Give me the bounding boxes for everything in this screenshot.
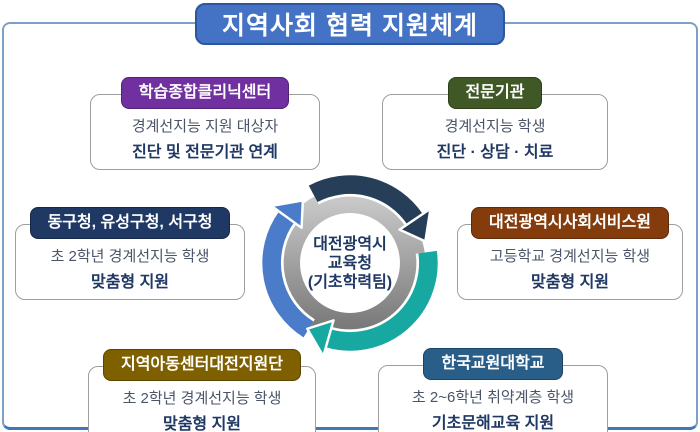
cycle-arrow-layer — [259, 172, 441, 358]
group-line1: 경계선지능 학생 — [444, 118, 546, 135]
group-gu-offices: 동구청, 유성구청, 서구청 초 2학년 경계선지능 학생 맞춤형 지원 — [15, 207, 245, 300]
group-line2: 기초문해교육 지원 — [431, 415, 555, 432]
group-line2: 맞춤형 지원 — [530, 274, 610, 291]
group-jeonmun-gigwan: 전문기관 경계선지능 학생 진단 · 상담 · 치료 — [382, 77, 608, 170]
gray-ring — [274, 187, 426, 339]
cycle-arrows-icon — [259, 172, 441, 358]
group-line2: 맞춤형 지원 — [90, 274, 170, 291]
group-line2: 진단 · 상담 · 치료 — [436, 144, 554, 161]
cycle-arrow-navy-head — [398, 207, 432, 243]
group-header-jiyeok-adong-center: 지역아동센터대전지원단 — [103, 349, 301, 381]
group-header-gu-offices: 동구청, 유성구청, 서구청 — [29, 207, 231, 239]
group-line1: 초 2~6학년 취약계층 학생 — [411, 389, 575, 406]
group-line1: 초 2학년 경계선지능 학생 — [122, 390, 282, 407]
cycle-arrow-teal-head — [306, 319, 335, 358]
group-header-korea-national-univ-education: 한국교원대학교 — [423, 348, 563, 380]
cycle-arrow-teal — [325, 250, 438, 351]
group-korea-national-univ-education: 한국교원대학교 초 2~6학년 취약계층 학생 기초문해교육 지원 — [378, 348, 608, 432]
cycle-arrow-blue-head — [270, 199, 305, 230]
group-line2: 진단 및 전문기관 연계 — [132, 144, 278, 161]
group-header-haksup-clinic-center: 학습종합클리닉센터 — [120, 77, 290, 109]
group-line1: 고등학교 경계선지능 학생 — [489, 248, 651, 265]
group-jiyeok-adong-center: 지역아동센터대전지원단 초 2학년 경계선지능 학생 맞춤형 지원 — [88, 349, 316, 432]
cycle-arrow-blue — [262, 211, 314, 338]
group-line2: 맞춤형 지원 — [162, 416, 242, 432]
group-haksup-clinic-center: 학습종합클리닉센터 경계선지능 지원 대상자 진단 및 전문기관 연계 — [90, 77, 320, 170]
group-header-social-service-won: 대전광역시사회서비스원 — [471, 207, 669, 239]
page-title: 지역사회 협력 지원체계 — [195, 3, 505, 45]
group-header-jeonmun-gigwan: 전문기관 — [447, 77, 543, 109]
group-line1: 경계선지능 지원 대상자 — [131, 118, 279, 135]
cycle-arrow-navy — [308, 175, 423, 225]
group-social-service-won: 대전광역시사회서비스원 고등학교 경계선지능 학생 맞춤형 지원 — [457, 207, 683, 300]
cycle-diagram: 대전광역시 교육청 (기초학력팀) — [252, 165, 448, 361]
group-line1: 초 2학년 경계선지능 학생 — [50, 248, 210, 265]
